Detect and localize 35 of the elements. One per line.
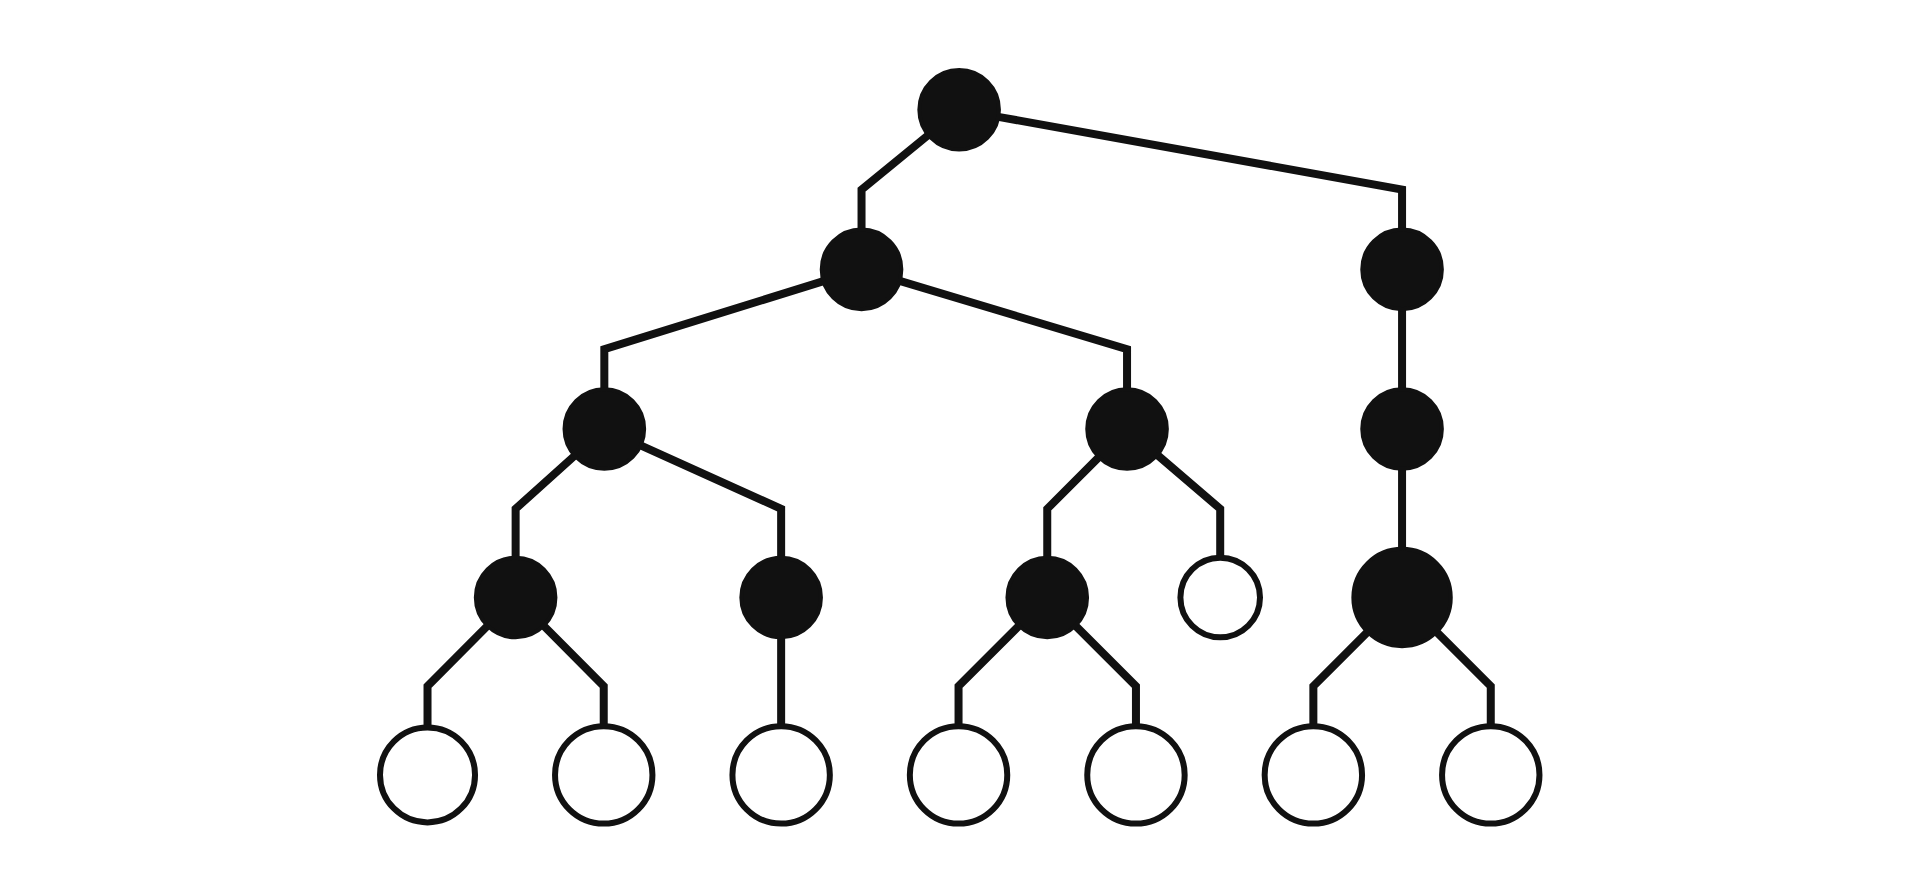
node-circle	[1084, 386, 1169, 470]
connector	[422, 622, 490, 727]
node-circle	[819, 226, 903, 311]
node-circle	[1260, 722, 1365, 826]
node-circle	[1359, 386, 1444, 470]
connector	[1308, 628, 1370, 726]
connector	[1042, 453, 1101, 557]
connector	[1071, 622, 1140, 726]
connector	[776, 636, 785, 726]
connector	[1397, 467, 1406, 548]
connector	[996, 112, 1406, 229]
node-circle	[738, 554, 823, 639]
connector	[897, 276, 1131, 389]
connector	[638, 440, 785, 557]
connector	[1432, 628, 1494, 726]
node-circle	[1004, 554, 1089, 639]
connector	[1153, 451, 1224, 557]
connector	[1397, 308, 1406, 389]
node-circle	[376, 723, 478, 825]
node-circle	[551, 722, 655, 826]
connector	[510, 451, 577, 557]
node-circle	[1083, 722, 1187, 826]
connector	[953, 622, 1022, 726]
node-circle	[1438, 722, 1542, 826]
connector	[540, 622, 607, 726]
node-circle	[1359, 226, 1444, 311]
connector	[599, 276, 824, 389]
node-circle	[916, 67, 1001, 151]
node-circle	[561, 386, 646, 470]
node-circle	[906, 722, 1010, 826]
connector	[856, 131, 931, 229]
node-circle	[473, 554, 557, 639]
node-circle	[1176, 553, 1263, 640]
node-circle	[728, 722, 833, 826]
node-circle	[1350, 545, 1452, 648]
